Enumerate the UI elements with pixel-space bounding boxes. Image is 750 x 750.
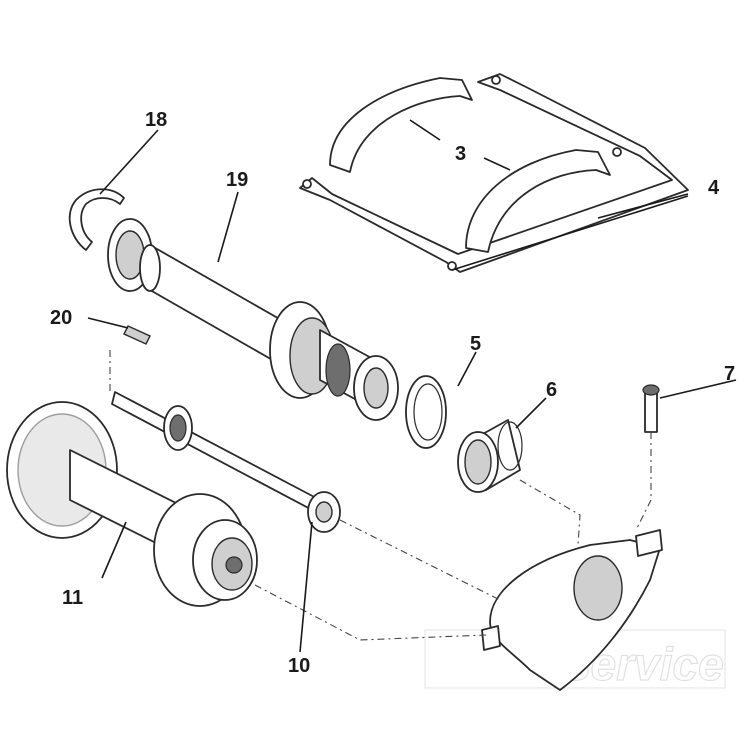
part-10-axle	[111, 391, 341, 533]
label-7: 7	[724, 363, 735, 385]
part-11-drum	[6, 401, 258, 607]
label-6: 6	[546, 379, 557, 401]
label-3: 3	[455, 143, 466, 165]
part-5-ring	[405, 375, 447, 449]
label-11: 11	[62, 587, 83, 609]
part-4-cover-plates	[299, 73, 689, 273]
leader-lines	[87, 119, 737, 653]
label-18: 18	[145, 109, 167, 131]
label-19: 19	[226, 169, 248, 191]
part-18-snap-ring	[68, 188, 125, 251]
part-3-brackets	[329, 77, 611, 253]
label-4: 4	[708, 177, 720, 199]
part-19-shaft	[107, 218, 399, 421]
housing-bracket	[481, 529, 663, 691]
label-20: 20	[50, 307, 72, 329]
part-7-bolt	[642, 384, 660, 433]
assembly-lines	[109, 350, 652, 641]
label-5: 5	[470, 333, 481, 355]
label-10: 10	[288, 655, 310, 677]
part-20-pin	[123, 325, 151, 345]
part-labels: 18 19 3 4 20 5 6 7 11 10	[50, 109, 735, 677]
part-6-bearing	[457, 419, 523, 493]
